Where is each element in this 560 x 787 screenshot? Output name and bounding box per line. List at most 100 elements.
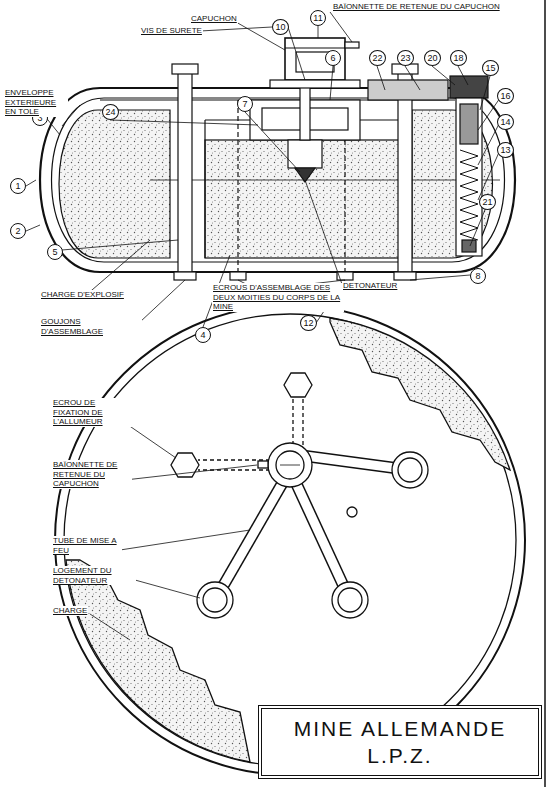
callout-text: 6 [330, 54, 335, 63]
plan-view [302, 398, 303, 445]
callout-text: 14 [500, 118, 510, 127]
callout-number: 16 [497, 88, 514, 104]
leader-line [120, 530, 250, 550]
callout-text: 7 [242, 100, 247, 109]
callout-text: 23 [400, 54, 410, 63]
section-view [270, 80, 360, 88]
callout-text: 16 [500, 92, 510, 101]
section-view [285, 47, 345, 48]
title-block: MINE ALLEMANDEL.P.Z. [258, 705, 542, 779]
callout-number: 7 [237, 96, 253, 112]
part-label: BAÏONNETTE DE RETENUE DU CAPUCHON [332, 2, 501, 12]
callout-number: 11 [310, 10, 326, 26]
plan-view [66, 560, 250, 762]
callout-number: 10 [272, 19, 289, 35]
plan-view [292, 398, 293, 445]
leader-line [330, 66, 333, 100]
callout-text: 5 [52, 248, 57, 257]
plan-view [197, 582, 233, 618]
leader-line [480, 76, 490, 110]
callout-number: 21 [479, 194, 496, 210]
leader-line [305, 180, 343, 287]
section-view [288, 140, 322, 168]
plan-view [203, 588, 227, 612]
section-view [204, 120, 205, 258]
part-label: GOUJONS D'ASSEMBLAGE [40, 317, 142, 336]
callout-number: 6 [325, 50, 341, 66]
plan-view [276, 451, 304, 479]
callout-number: 15 [482, 60, 499, 76]
callout-number: 24 [102, 104, 119, 120]
leader-line [432, 66, 455, 85]
callout-number: 1 [10, 178, 26, 194]
sheet-border [544, 0, 546, 787]
plan-label: TUBE DE MISE A FEU [52, 536, 122, 555]
callout-text: 22 [372, 54, 382, 63]
leader-line [470, 205, 487, 246]
callout-text: 2 [15, 227, 20, 236]
leader-line [135, 580, 200, 598]
section-view [345, 42, 359, 48]
callout-text: 20 [427, 54, 437, 63]
callout-text: 15 [485, 64, 495, 73]
leader-line [110, 120, 258, 125]
leader-line [245, 112, 300, 172]
callout-number: 8 [470, 268, 486, 284]
section-view [52, 98, 505, 262]
section-view [178, 70, 192, 272]
plan-view [338, 588, 362, 612]
leader-line [405, 66, 420, 90]
leader-line [140, 280, 185, 322]
leader-line [90, 614, 130, 640]
section-view [344, 140, 345, 272]
leader-line [90, 418, 257, 640]
callout-text: 11 [313, 14, 322, 23]
callout-text: 12 [303, 319, 313, 328]
plan-view [290, 470, 350, 600]
callout-number: 4 [195, 327, 211, 343]
leader-line [62, 240, 178, 250]
plan-view [392, 452, 428, 488]
callout-text: 4 [200, 331, 205, 340]
plan-label: ECROU DE FIXATION DE L'ALLUMEUR [52, 398, 134, 427]
callout-text: 18 [453, 54, 463, 63]
plan-label: CHARGE [52, 606, 88, 616]
section-view [450, 76, 488, 98]
leader-line [85, 240, 150, 296]
callout-number: 13 [497, 142, 514, 158]
plan-view [215, 470, 290, 600]
section-view [59, 110, 170, 258]
plan-view [215, 470, 290, 600]
callout-number: 23 [397, 50, 414, 66]
plan-view [332, 582, 368, 618]
leader-line [478, 122, 500, 165]
leader-line [377, 66, 385, 90]
callout-number: 2 [10, 223, 26, 239]
leader-line [26, 225, 40, 231]
callout-text: 24 [105, 108, 115, 117]
callout-text: 1 [15, 182, 20, 191]
plan-view [64, 314, 516, 766]
plan-view [347, 507, 357, 517]
callout-text: 10 [275, 23, 285, 32]
callout-number: 20 [424, 50, 441, 66]
leader-line [26, 180, 36, 186]
section-view [174, 272, 196, 280]
section-view [285, 38, 345, 80]
section-view [40, 88, 515, 272]
callout-number: 5 [47, 244, 63, 260]
plan-view [284, 373, 312, 397]
part-label: DETONATEUR [342, 281, 398, 291]
callout-number: 22 [369, 50, 386, 66]
leader-line [478, 150, 500, 200]
leader-line [125, 465, 257, 480]
leader-line [288, 27, 305, 80]
section-view [150, 180, 500, 181]
plan-label: LOGEMENT DU DETONATEUR [52, 566, 136, 585]
callout-text: 13 [500, 146, 510, 155]
title-text: L.P.Z. [367, 742, 432, 769]
section-view [460, 104, 478, 144]
section-view [462, 240, 476, 252]
